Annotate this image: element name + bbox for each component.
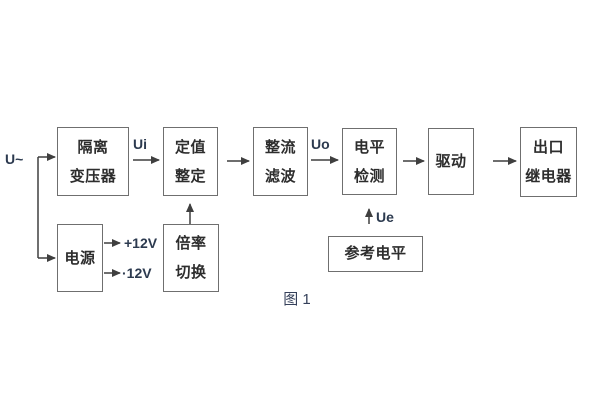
block-driver: 驱动 — [428, 128, 474, 195]
block-level-detector: 电平 检测 — [342, 128, 397, 195]
block-label: 整定 — [174, 167, 206, 185]
block-label: 参考电平 — [344, 245, 407, 262]
block-ratio-switch: 倍率 切换 — [163, 224, 219, 292]
block-reference-level: 参考电平 — [328, 236, 423, 272]
block-power-supply: 电源 — [57, 224, 103, 292]
signal-label-input-voltage: U~ — [5, 151, 24, 167]
signal-label-ue: Ue — [376, 209, 394, 225]
block-label: 滤波 — [264, 167, 296, 185]
signal-label-plus-12v: +12V — [124, 235, 158, 251]
block-output-relay: 出口 继电器 — [520, 127, 577, 197]
block-label: 电平 — [353, 138, 385, 156]
signal-label-uo: Uo — [311, 136, 330, 152]
block-label: 电源 — [64, 249, 96, 267]
block-label: 倍率 — [175, 235, 207, 252]
figure-caption: 图 1 — [283, 291, 311, 308]
block-label: 出口 — [532, 139, 564, 156]
block-label: 继电器 — [525, 168, 572, 185]
block-label: 变压器 — [69, 167, 117, 185]
block-label: 隔离 — [77, 138, 109, 156]
block-label: 驱动 — [435, 153, 467, 170]
block-label: 定值 — [174, 138, 206, 156]
signal-label-ui: Ui — [133, 136, 147, 152]
block-isolation-transformer: 隔离 变压器 — [57, 127, 129, 196]
block-label: 检测 — [353, 167, 385, 185]
block-rectifier-filter: 整流 滤波 — [253, 127, 308, 196]
block-label: 整流 — [264, 138, 296, 156]
block-label: 切换 — [175, 264, 207, 281]
signal-label-minus-12v: ·12V — [122, 265, 152, 281]
block-setting: 定值 整定 — [163, 127, 218, 196]
